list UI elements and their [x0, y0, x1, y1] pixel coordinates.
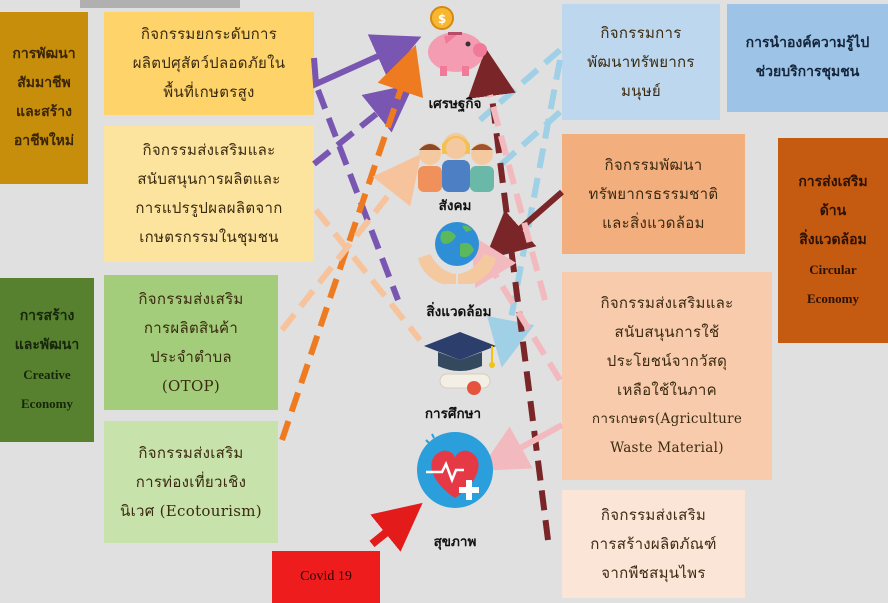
activity-livestock: กิจกรรมยกระดับการ ผลิตปศุสัตว์ปลอดภัยใน … — [104, 12, 314, 115]
hub-label-education: การศึกษา — [424, 406, 482, 422]
activity-line: มนุษย์ — [620, 81, 661, 100]
activity-line: พัฒนาทรัพยากร — [587, 52, 695, 71]
arrow-human-economy — [478, 47, 562, 123]
activity-line: กิจกรรมส่งเสริม — [138, 289, 244, 308]
activity-ecotourism: กิจกรรมส่งเสริม การท่องเที่ยวเชิง นิเวศ … — [104, 421, 278, 543]
activity-line: (OTOP) — [161, 376, 221, 395]
category-line: ช่วยบริการชุมชน — [755, 64, 860, 80]
activity-natural-resources: กิจกรรมพัฒนา ทรัพยากรธรรมชาติ และสิ่งแวด… — [562, 134, 745, 254]
category-line: Economy — [21, 396, 73, 411]
activity-line: จากพืชสมุนไพร — [601, 563, 706, 582]
category-line: การพัฒนา — [12, 46, 76, 62]
activity-line: สนับสนุนการผลิตและ — [137, 170, 281, 188]
arrow-waste-environment — [470, 234, 563, 382]
activity-agri-waste: กิจกรรมส่งเสริมและ สนับสนุนการใช้ ประโยช… — [562, 272, 772, 480]
activity-processing: กิจกรรมส่งเสริมและ สนับสนุนการผลิตและ กา… — [104, 126, 314, 262]
activity-line: กิจกรรมส่งเสริม — [138, 443, 244, 462]
activity-herbal: กิจกรรมส่งเสริม การสร้างผลิตภัณฑ์ จากพืช… — [562, 490, 745, 598]
category-line: สัมมาชีพ — [17, 75, 71, 91]
activity-line: และสิ่งแวดล้อม — [602, 213, 705, 232]
activity-line: สนับสนุนการใช้ — [614, 323, 720, 341]
category-line: และสร้าง — [16, 104, 72, 120]
arrow-waste-economy — [487, 94, 548, 301]
category-line: การสร้าง — [19, 308, 75, 324]
hub-label-society: สังคม — [438, 198, 472, 214]
category-knowledge: การนำองค์ความรู้ไป ช่วยบริการชุมชน — [727, 4, 888, 112]
arrow-livestock-education — [315, 88, 401, 302]
svg-text:$: $ — [438, 12, 446, 26]
activity-line: ทรัพยากรธรรมชาติ — [588, 184, 719, 203]
activity-line: กิจกรรมส่งเสริม — [600, 505, 707, 524]
activity-line: ผลิตปศุสัตว์ปลอดภัยใน — [132, 54, 286, 72]
category-line: สิ่งแวดล้อม — [799, 232, 867, 248]
arrow-waste-health — [479, 422, 564, 471]
category-line: การนำองค์ความรู้ไป — [745, 35, 870, 51]
heart-health-icon — [417, 432, 493, 508]
category-line: Circular — [809, 262, 857, 277]
arrow-livestock-economy — [311, 34, 422, 89]
arrow-covid-health — [369, 502, 423, 552]
activity-line: พื้นที่เกษตรสูง — [163, 83, 255, 101]
activity-line: ประโยชน์จากวัสดุ — [606, 352, 728, 370]
activity-line: กิจกรรมส่งเสริมและ — [600, 294, 734, 312]
activity-otop: กิจกรรมส่งเสริม การผลิตสินค้า ประจำตำบล … — [104, 275, 278, 410]
globe-hands-icon — [418, 222, 496, 284]
piggy-bank-icon: $ — [428, 6, 487, 76]
category-line: Creative — [23, 367, 71, 382]
header-strip — [80, 0, 240, 8]
category-line: อาชีพใหม่ — [13, 133, 75, 149]
graduation-cap-icon — [424, 332, 496, 395]
activity-line: การแปรรูปผลผลิตจาก — [135, 199, 283, 217]
hub-label-environment: สิ่งแวดล้อม — [426, 304, 492, 320]
category-line: การส่งเสริม — [798, 174, 868, 190]
category-line: และพัฒนา — [14, 337, 80, 353]
category-line: Economy — [806, 291, 859, 306]
activity-line: การสร้างผลิตภัณฑ์ — [590, 534, 717, 553]
activity-line: กิจกรรมยกระดับการ — [140, 25, 278, 43]
arrow-human-society — [493, 109, 562, 173]
activity-line: กิจกรรมส่งเสริมและ — [142, 141, 276, 159]
people-icon — [418, 133, 494, 192]
activity-line: นิเวศ (Ecotourism) — [120, 501, 262, 520]
arrow-processing-environment — [313, 208, 423, 342]
category-creative: การสร้าง และพัฒนา Creative Economy — [0, 278, 94, 442]
activity-line: ประจำตำบล — [150, 347, 232, 366]
activity-line: การผลิตสินค้า — [143, 318, 239, 337]
category-line: ด้าน — [819, 203, 847, 219]
activity-line: กิจกรรมพัฒนา — [604, 155, 703, 174]
arrow-processing-economy — [312, 83, 415, 167]
covid-box: Covid 19 — [272, 551, 380, 603]
activity-line: เกษตรกรรมในชุมชน — [139, 228, 279, 246]
activity-human-resources: กิจกรรมการ พัฒนาทรัพยากร มนุษย์ — [562, 4, 720, 120]
activity-line: การท่องเที่ยวเชิง — [135, 472, 247, 491]
category-circular: การส่งเสริม ด้าน สิ่งแวดล้อม Circular Ec… — [778, 138, 888, 343]
covid-label: Covid 19 — [300, 569, 352, 584]
activity-line: กิจกรรมการ — [600, 23, 682, 42]
activity-line: เหลือใช้ในภาค — [617, 381, 717, 399]
hub-label-economy: เศรษฐกิจ — [428, 96, 482, 112]
activity-line: Waste Material) — [610, 440, 724, 456]
activity-line: การเกษตร(Agriculture — [591, 411, 743, 427]
category-career: การพัฒนา สัมมาชีพ และสร้าง อาชีพใหม่ — [0, 12, 88, 184]
arrow-herbal-economy — [467, 48, 551, 541]
hub-label-health: สุขภาพ — [433, 534, 477, 550]
